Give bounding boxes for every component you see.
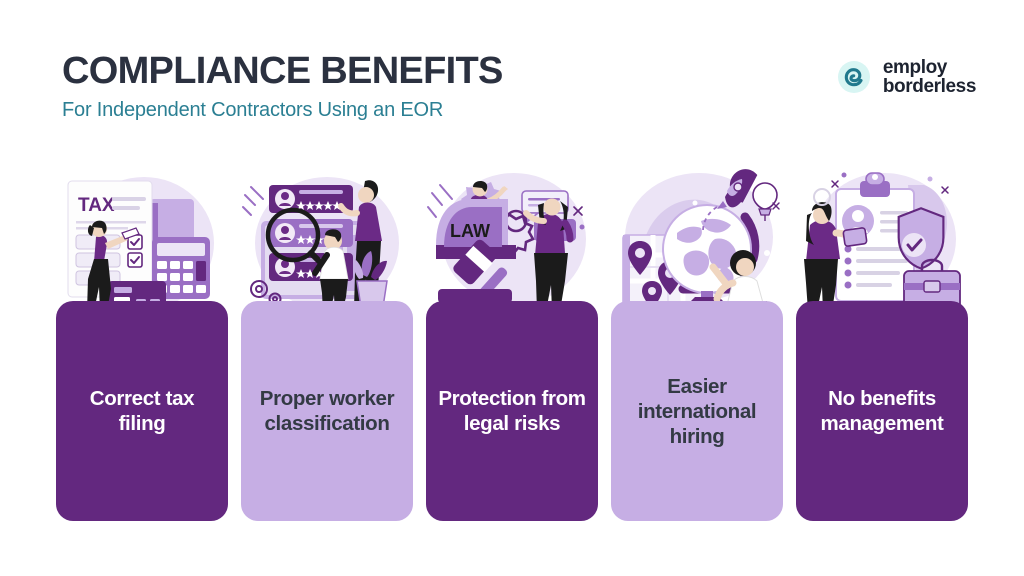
svg-text:LAW: LAW [450,221,490,241]
benefits-management-illustration [792,163,972,313]
benefit-card-1-body[interactable]: Correct tax filing [56,301,228,521]
benefit-cards-row: TAX [56,163,968,521]
benefit-card-2-body[interactable]: Proper worker classification [241,301,413,521]
benefit-card-4-body[interactable]: Easier international hiring [611,301,783,521]
header: COMPLIANCE BENEFITS For Independent Cont… [62,52,503,122]
benefit-card-1: TAX [56,163,228,521]
benefit-card-5: No benefits management [796,163,968,521]
benefit-card-1-label: Correct tax filing [89,387,195,435]
benefit-card-3-label: Protection from legal risks [438,387,586,435]
employ-borderless-e-icon [835,58,873,96]
logo-line-1: employ [882,57,948,78]
svg-text:TAX: TAX [78,195,115,216]
benefit-card-4-label: Easier international hiring [637,374,757,448]
benefit-card-2-label: Proper worker classification [259,387,395,435]
benefit-card-5-body[interactable]: No benefits management [796,301,968,521]
logo-line-2: borderless [882,76,977,98]
page-title: COMPLIANCE BENEFITS [62,50,503,92]
benefit-card-3: LAW [426,163,598,521]
benefit-card-4: Easier international hiring [611,163,783,521]
page-subtitle: For Independent Contractors Using an EOR [62,99,444,121]
tax-filing-illustration: TAX [52,163,232,313]
brand-logo: employ borderless [835,58,976,97]
legal-protection-illustration: LAW [422,163,602,313]
international-hiring-illustration [607,163,787,313]
benefit-card-5-label: No benefits management [820,387,944,435]
benefit-card-3-body[interactable]: Protection from legal risks [426,301,598,521]
logo-wordmark: employ borderless [882,57,977,98]
worker-classification-illustration [237,163,417,313]
benefit-card-2: Proper worker classification [241,163,413,521]
